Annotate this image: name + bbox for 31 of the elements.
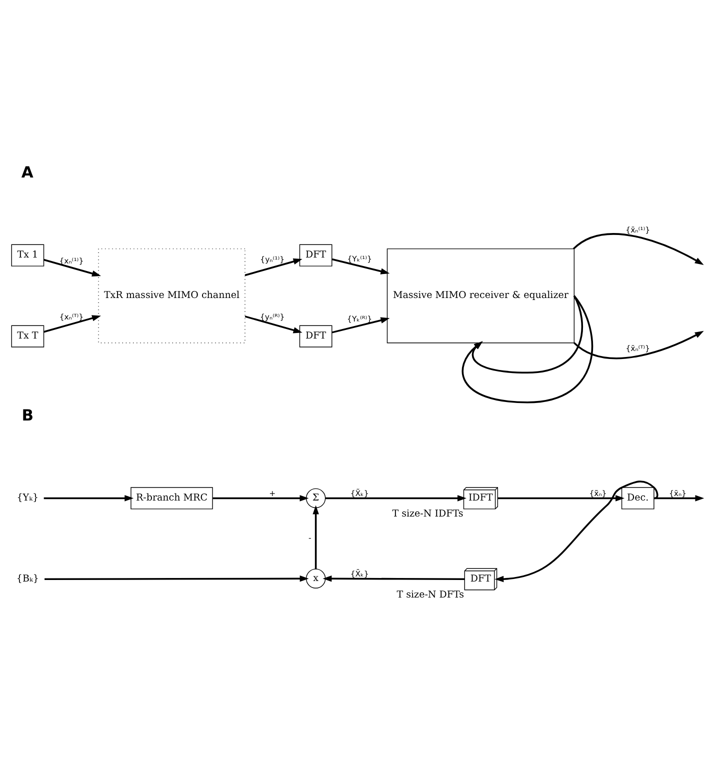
arrow [312, 504, 319, 569]
node-text: {Yₖ} [16, 492, 39, 503]
node-circle: Σ [306, 488, 326, 508]
arrow [494, 480, 658, 582]
arrow [244, 258, 302, 276]
arrow [322, 575, 464, 582]
arrow [44, 494, 134, 501]
node-box: TxR massive MIMO channel [98, 248, 246, 343]
arrow [44, 575, 309, 582]
node-text: {Bₖ} [16, 572, 39, 584]
node-circle: x [306, 568, 326, 588]
arrow [472, 294, 584, 374]
node-box: DFT [299, 244, 332, 266]
arrow [44, 258, 101, 276]
arrow [244, 315, 302, 333]
node-label: T size-N DFTs [396, 589, 464, 600]
arrow [332, 316, 390, 333]
arrow [498, 494, 624, 501]
node-box: Tx T [11, 324, 44, 347]
node-box: Tx 1 [11, 244, 44, 266]
node-box: DFT [299, 324, 332, 347]
arrow [325, 494, 466, 501]
label: B [22, 406, 34, 424]
arrow [212, 494, 309, 501]
arrow [332, 258, 390, 274]
arrow [44, 314, 101, 332]
node-box: R-branch MRC [130, 486, 213, 509]
label: A [21, 163, 34, 182]
node-box: Dec. [621, 486, 654, 509]
node-box: Massive MIMO receiver & equalizer [386, 248, 575, 343]
node-label: T size-N IDFTs [392, 508, 464, 520]
